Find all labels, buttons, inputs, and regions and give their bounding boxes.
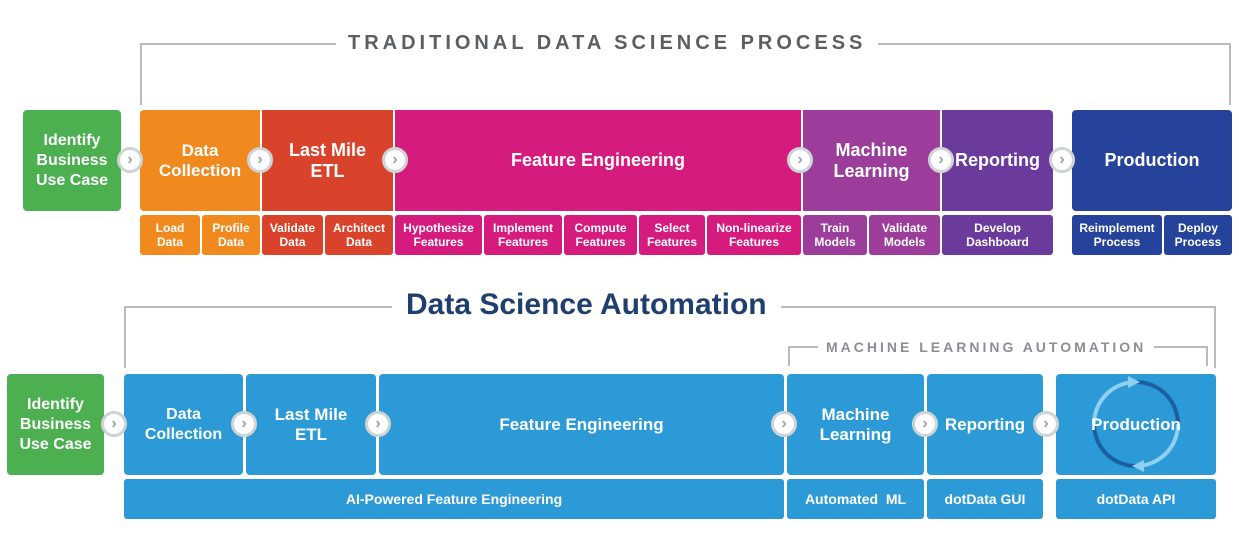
architect-data-substep: Architect Data [325,215,393,255]
chevron-right-icon: › [771,411,797,437]
chevron-right-icon: › [382,147,408,173]
chevron-right-icon: › [101,411,127,437]
chevron-right-icon: › [928,147,954,173]
identify-business-use-case-box: Identify Business Use Case [23,110,121,211]
last-mile-etl-stage: Last Mile ETL [262,110,393,211]
production-stage: Production [1072,110,1232,211]
ml-automation-title: MACHINE LEARNING AUTOMATION [818,338,1155,356]
data-collection-stage-automation: Data Collection [124,374,243,475]
chevron-right-icon: › [365,411,391,437]
chevron-right-icon: › [1049,147,1075,173]
validate-models-substep: Validate Models [869,215,940,255]
identify-business-use-case-box-automation: Identify Business Use Case [7,374,104,475]
ai-feature-engineering-bar: AI-Powered Feature Engineering [124,479,784,519]
profile-data-substep: Profile Data [202,215,260,255]
deploy-process-substep: Deploy Process [1164,215,1232,255]
hypothesize-features-substep: Hypothesize Features [395,215,482,255]
chevron-right-icon: › [231,411,257,437]
validate-data-substep: Validate Data [262,215,323,255]
chevron-right-icon: › [1033,411,1059,437]
implement-features-substep: Implement Features [484,215,562,255]
traditional-title: TRADITIONAL DATA SCIENCE PROCESS [336,31,879,55]
reporting-stage: Reporting [942,110,1053,211]
production-label: Production [1091,414,1181,434]
reporting-stage-automation: Reporting [927,374,1043,475]
chevron-right-icon: › [117,147,143,173]
chevron-right-icon: › [787,147,813,173]
train-models-substep: Train Models [803,215,867,255]
chevron-right-icon: › [247,147,273,173]
machine-learning-stage: Machine Learning [803,110,940,211]
data-collection-stage: Data Collection [140,110,260,211]
chevron-right-icon: › [912,411,938,437]
production-stage-automation: Production [1056,374,1216,475]
feature-engineering-stage: Feature Engineering [395,110,801,211]
refresh-cycle-icon [1092,376,1180,472]
develop-dashboard-substep: Develop Dashboard [942,215,1053,255]
feature-engineering-stage-automation: Feature Engineering [379,374,784,475]
dotdata-gui-bar: dotData GUI [927,479,1043,519]
automation-title: Data Science Automation [392,287,781,323]
select-features-substep: Select Features [639,215,705,255]
compute-features-substep: Compute Features [564,215,637,255]
dotdata-api-bar: dotData API [1056,479,1216,519]
reimplement-process-substep: Reimplement Process [1072,215,1162,255]
automated-ml-bar: Automated ML [787,479,924,519]
load-data-substep: Load Data [140,215,200,255]
last-mile-etl-stage-automation: Last Mile ETL [246,374,376,475]
nonlinearize-features-substep: Non-linearize Features [707,215,801,255]
machine-learning-stage-automation: Machine Learning [787,374,924,475]
